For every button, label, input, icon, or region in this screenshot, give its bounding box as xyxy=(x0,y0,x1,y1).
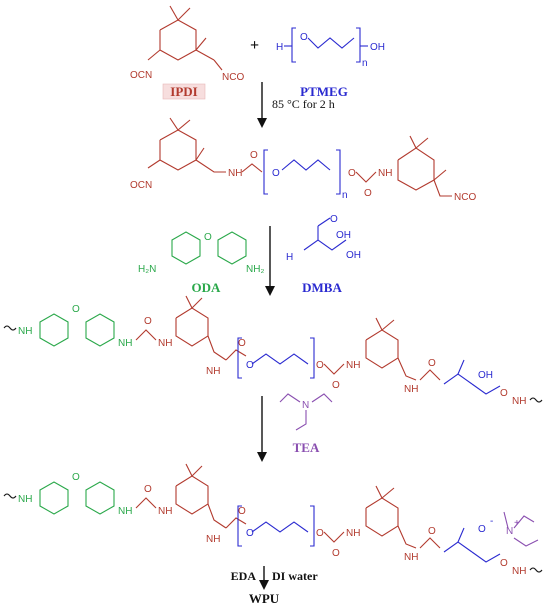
svg-text:O: O xyxy=(144,316,152,327)
svg-text:OH: OH xyxy=(336,230,351,241)
tea-label: TEA xyxy=(293,440,320,455)
arrow-step4-head xyxy=(259,580,269,590)
ptmeg-o: O xyxy=(300,32,308,43)
svg-text:NH: NH xyxy=(118,338,132,349)
svg-text:NH: NH xyxy=(118,506,132,517)
svg-text:O: O xyxy=(478,524,486,535)
svg-text:O: O xyxy=(332,380,340,391)
svg-text:NH: NH xyxy=(404,384,418,395)
ptmeg-label: PTMEG xyxy=(300,84,348,99)
oda-label: ODA xyxy=(192,280,222,295)
ipdi-structure: OCN NCO IPDI xyxy=(130,5,244,100)
tea-structure: N TEA xyxy=(279,393,333,455)
ipdi-label: IPDI xyxy=(170,84,197,99)
svg-text:NH: NH xyxy=(346,360,360,371)
svg-text:H: H xyxy=(286,252,293,263)
ptmeg-h: H xyxy=(276,42,283,53)
svg-text:NH: NH xyxy=(18,326,32,337)
svg-text:NH: NH xyxy=(228,168,242,179)
svg-text:O: O xyxy=(316,528,324,539)
svg-text:NH: NH xyxy=(404,552,418,563)
svg-text:O: O xyxy=(246,528,254,539)
svg-text:O: O xyxy=(144,484,152,495)
svg-text:O: O xyxy=(316,360,324,371)
dmba-label: DMBA xyxy=(302,280,342,295)
svg-text:NH: NH xyxy=(512,566,526,577)
ocn-atom: OCN xyxy=(130,70,152,81)
svg-text:O: O xyxy=(500,388,508,399)
arrow-step3-head xyxy=(257,452,267,462)
plus-sign: + xyxy=(250,37,259,54)
svg-text:O: O xyxy=(72,304,80,315)
svg-text:N: N xyxy=(506,526,513,537)
svg-text:NH: NH xyxy=(206,534,220,545)
svg-text:O: O xyxy=(246,360,254,371)
svg-text:NH: NH xyxy=(206,366,220,377)
svg-text:O: O xyxy=(428,358,436,369)
svg-text:NH: NH xyxy=(158,506,172,517)
svg-text:O: O xyxy=(330,214,338,225)
svg-text:O: O xyxy=(204,232,212,243)
ptmeg-n: n xyxy=(362,58,368,69)
svg-text:NH: NH xyxy=(512,396,526,407)
svg-text:NH: NH xyxy=(346,528,360,539)
svg-text:OH: OH xyxy=(346,250,361,261)
arrow-step1-head xyxy=(257,118,267,128)
svg-text:H₂N: H₂N xyxy=(138,264,156,275)
prepolymer-structure: OCN NH O O n O O NH NCO xyxy=(130,117,476,203)
ipdi-label-box xyxy=(162,83,206,100)
svg-text:O: O xyxy=(272,168,280,179)
svg-text:NH: NH xyxy=(378,168,392,179)
svg-text:NH₂: NH₂ xyxy=(246,264,264,275)
svg-text:OCN: OCN xyxy=(130,180,152,191)
svg-text:O: O xyxy=(332,548,340,559)
svg-text:O: O xyxy=(250,150,258,161)
svg-text:NH: NH xyxy=(18,494,32,505)
arrow-step2-head xyxy=(265,286,275,296)
polymer-tea-structure: NH O NH O NH NH O O O O NH NH O O - N + xyxy=(3,463,543,577)
svg-text:O: O xyxy=(348,168,356,179)
svg-text:n: n xyxy=(342,190,348,201)
dmba-structure: O OH H OH DMBA xyxy=(286,214,361,295)
svg-text:+: + xyxy=(514,518,520,529)
svg-text:O: O xyxy=(238,506,246,517)
svg-text:NH: NH xyxy=(158,338,172,349)
svg-text:O: O xyxy=(500,558,508,569)
svg-text:O: O xyxy=(364,188,372,199)
step1-condition: 85 °C for 2 h xyxy=(272,97,335,111)
svg-text:O: O xyxy=(238,338,246,349)
svg-text:-: - xyxy=(490,516,493,527)
wpu-label: WPU xyxy=(249,591,280,606)
step4-condition-left: EDA xyxy=(231,569,257,583)
nco-atom: NCO xyxy=(222,72,244,83)
polymer-dmba-structure: NH O NH O NH NH O O O O NH NH O OH O NH xyxy=(3,295,543,407)
ptmeg-oh: OH xyxy=(370,42,385,53)
svg-text:OH: OH xyxy=(478,370,493,381)
step4-condition-right: DI water xyxy=(272,569,318,583)
svg-text:N: N xyxy=(302,400,309,411)
svg-text:O: O xyxy=(428,526,436,537)
svg-text:O: O xyxy=(72,472,80,483)
svg-text:NCO: NCO xyxy=(454,192,476,203)
oda-structure: O H₂N NH₂ ODA xyxy=(138,231,264,295)
ptmeg-structure: H O n OH PTMEG xyxy=(276,27,385,99)
